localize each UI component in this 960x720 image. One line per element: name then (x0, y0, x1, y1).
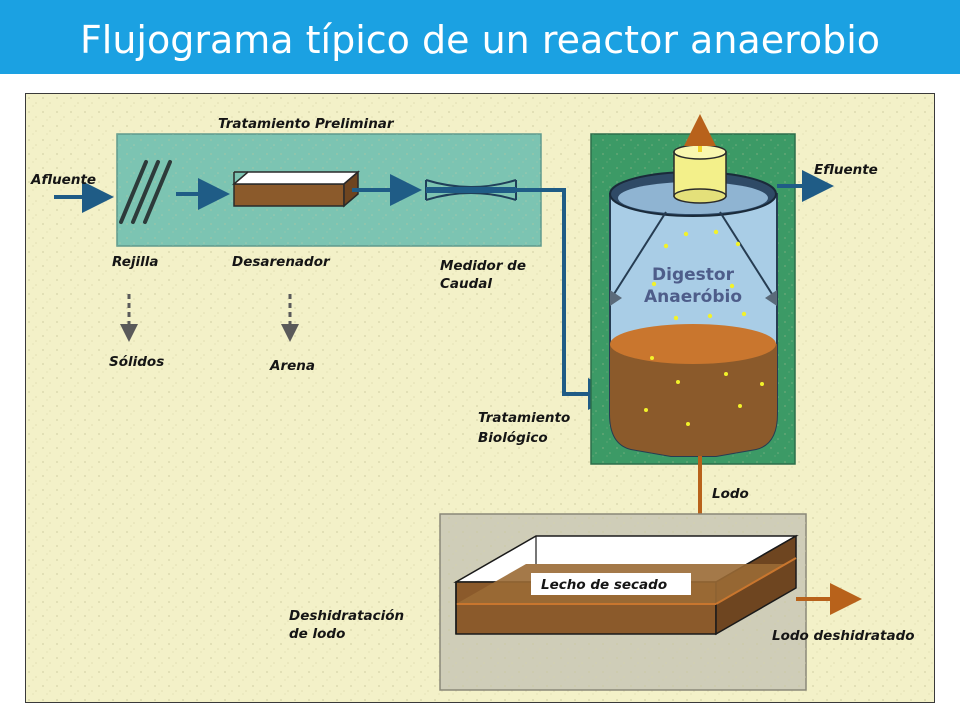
label-afluente: Afluente (30, 172, 96, 188)
label-digestor-line2: Anaeróbio (644, 287, 742, 307)
label-medidor-line1: Medidor de (440, 258, 526, 274)
screen-bars-icon (119, 160, 172, 224)
label-tratamiento-bio-line2: Biológico (478, 430, 548, 446)
lecho-label-bg (531, 573, 691, 595)
digestor-tank (609, 144, 778, 457)
page-title: Flujograma típico de un reactor anaerobi… (79, 18, 881, 62)
flow-diagram: Tratamiento Preliminar Afluente Rejilla … (25, 93, 935, 703)
label-medidor-line2: Caudal (440, 276, 492, 292)
label-efluente: Efluente (814, 162, 878, 178)
label-deshidratacion-line1: Deshidratación (289, 608, 404, 624)
diagram-canvas: Tratamiento Preliminar Afluente Rejilla … (26, 94, 934, 702)
label-solidos: Sólidos (109, 354, 164, 370)
grit-chamber-icon (231, 170, 361, 208)
label-desarenador: Desarenador (232, 254, 331, 270)
gas-bubbles (644, 229, 764, 426)
title-bar: Flujograma típico de un reactor anaerobi… (0, 0, 960, 74)
label-arena: Arena (269, 358, 315, 374)
label-tratamiento-bio-line1: Tratamiento (478, 410, 570, 426)
label-lecho-de-secado: Lecho de secado (541, 577, 667, 593)
label-lodo-deshidratado: Lodo deshidratado (772, 628, 915, 644)
label-rejilla: Rejilla (112, 254, 159, 270)
label-tratamiento-preliminar: Tratamiento Preliminar (218, 116, 395, 132)
label-deshidratacion-line2: de lodo (289, 626, 345, 642)
arrow-meter-to-digestor (516, 188, 620, 410)
label-lodo: Lodo (712, 486, 749, 502)
label-digestor-line1: Digestor (652, 265, 735, 285)
